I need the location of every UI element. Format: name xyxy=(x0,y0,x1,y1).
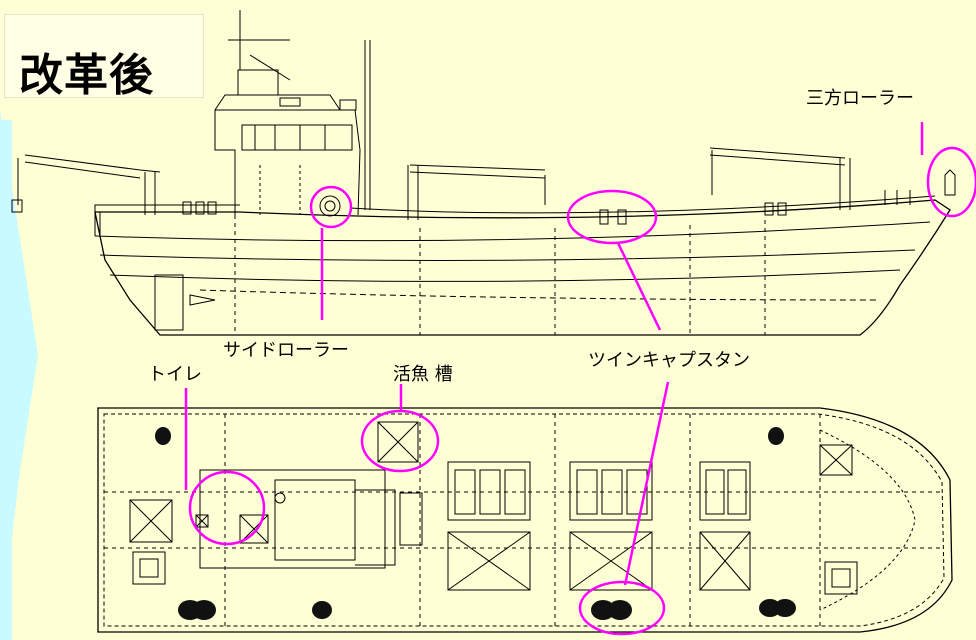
highlight-twin-capstan-plan xyxy=(578,580,666,636)
label-three-way-roller: 三方ローラー xyxy=(806,88,914,109)
highlights xyxy=(184,122,976,636)
highlight-toilet xyxy=(188,470,266,546)
label-toilet: トイレ xyxy=(148,364,202,385)
label-live-fish-tank: 活魚 槽 xyxy=(393,364,453,385)
label-twin-capstan: ツインキャプスタン xyxy=(588,350,750,371)
label-side-roller: サイドローラー xyxy=(223,340,349,361)
title-box: 改革後 xyxy=(4,14,204,101)
highlight-twin-capstan-side xyxy=(566,189,658,245)
deck-fittings xyxy=(155,427,796,620)
page-title: 改革後 xyxy=(19,50,154,101)
highlight-side-roller xyxy=(309,185,353,229)
highlight-three-way-roller xyxy=(926,146,976,218)
ship-plan-view xyxy=(97,407,953,633)
ship-side-view xyxy=(11,10,956,336)
